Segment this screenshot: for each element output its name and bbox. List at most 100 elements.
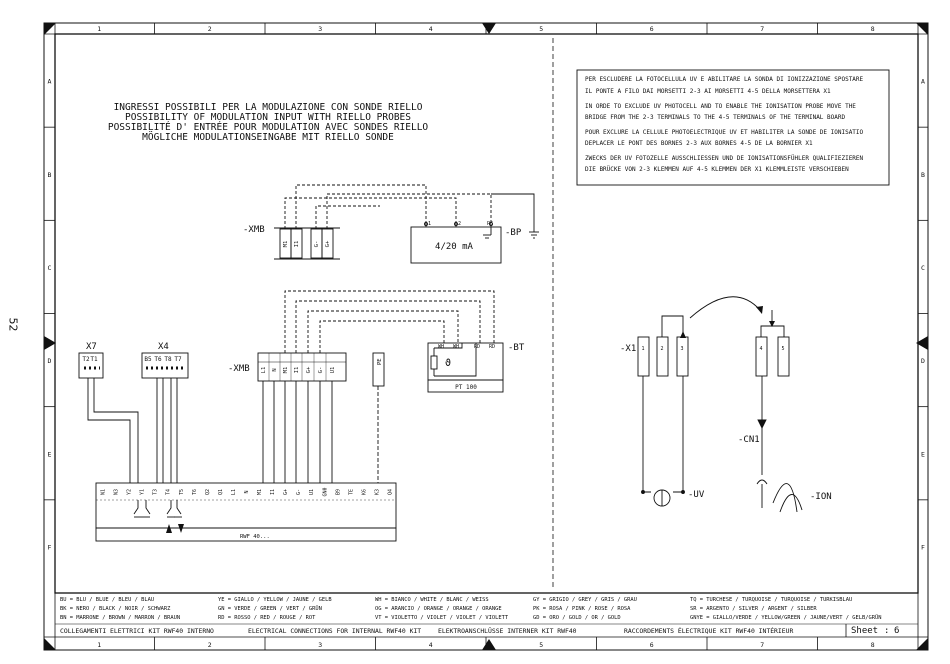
grid-column-label: 6	[650, 641, 654, 649]
footer-title-it: COLLEGAMENTI ELETTRICI KIT RWF40 INTERNO	[60, 627, 214, 635]
footer-titles: COLLEGAMENTI ELETTRICI KIT RWF40 INTERNO…	[60, 626, 793, 635]
legend-entry: PK = ROSA / PINK / ROSE / ROSA	[533, 606, 631, 612]
note-box	[576, 69, 890, 186]
rwf-terminal: T6	[192, 489, 198, 495]
color-legend	[55, 592, 918, 625]
x1-terminal: 1	[641, 346, 644, 352]
bp-pin-2: 2	[458, 221, 461, 227]
grid-column-label: 8	[871, 641, 875, 649]
xmb-mid-terminal: G-	[318, 367, 324, 374]
grid-column-label: 4	[429, 641, 433, 649]
x4-terminal: B5	[144, 356, 152, 363]
note-line: BRIDGE FROM THE 2-3 TERMINALS TO THE 4-5…	[585, 114, 845, 121]
legend-entry: BK = NERO / BLACK / NOIR / SCHWARZ	[60, 606, 171, 612]
x7-terminal: T1	[90, 356, 98, 363]
xmb-mid-terminal: G+	[306, 366, 312, 373]
xmb-top-terminal: G+	[325, 240, 331, 247]
grid-column-label: 2	[208, 641, 212, 649]
note-line: ZWECKS DER UV FOTOZELLE AUSSCHLIESSEN UN…	[585, 155, 864, 162]
xmb-mid-terminal: L1	[261, 367, 267, 374]
note-line: PER ESCLUDERE LA FOTOCELLULA UV E ABILIT…	[585, 76, 864, 83]
bt-pin: WH	[438, 344, 444, 350]
bt-temperature-symbol: ϑ	[445, 358, 451, 369]
grid-column-label: 5	[539, 641, 543, 649]
x4-terminal: T6	[154, 356, 162, 363]
bt-pin: RD	[489, 344, 495, 350]
rwf-terminal: M1	[257, 489, 263, 495]
grid-row-label: A	[48, 78, 52, 86]
bt-pin: WH	[453, 344, 459, 350]
legend-entry: GD = ORO / GOLD / OR / GOLD	[533, 615, 621, 621]
rwf-terminal: Y1	[140, 489, 146, 495]
rwf-label: RWF 40...	[240, 534, 270, 540]
rwf-terminal: N	[244, 490, 250, 493]
rwf-terminal: Q1	[218, 489, 224, 495]
rwf-terminal: G-	[296, 489, 302, 495]
bt-pin-labels: WH WH RD RD	[438, 344, 495, 350]
note-line: POUR EXCLURE LA CELLULE PHOTOELECTRIQUE …	[585, 129, 864, 136]
title-line-en: POSSIBILITY OF MODULATION INPUT WITH RIE…	[125, 112, 411, 123]
legend-entry: YE = GIALLO / YELLOW / JAUNE / GELB	[218, 597, 332, 603]
rwf-terminal: TE	[348, 489, 354, 495]
rwf-terminal: L1	[231, 489, 237, 495]
bp-range: 4/20 mA	[435, 242, 474, 252]
xmb-mid-terminal: U1	[330, 367, 336, 374]
rwf-terminal: I1	[270, 489, 276, 495]
rwf-terminal: K6	[361, 489, 367, 495]
xmb-mid-terminal: I1	[294, 367, 300, 374]
grid-column-label: 6	[650, 25, 654, 33]
pe-terminal-label: PE	[377, 358, 383, 365]
grid-column-label: 3	[318, 641, 322, 649]
note-line: DIE BRÜCKE VON 2-3 KLEMMEN AUF 4-5 KLEMM…	[585, 166, 849, 173]
title-line-fr: POSSIBILITÉ D' ENTRÉE POUR MODULATION AV…	[108, 121, 429, 133]
x4-label: X4	[158, 342, 169, 352]
note-line: IN ORDE TO EXCLUDE UV PHOTOCELL AND TO E…	[585, 103, 856, 110]
x1-terminal: 5	[781, 346, 784, 352]
bp-pin-pe: PE	[487, 221, 493, 227]
x1-terminal: 3	[680, 346, 683, 352]
rwf-terminal: Q2	[205, 489, 211, 495]
rwf-terminal: K3	[374, 489, 380, 495]
rwf-terminal: T4	[166, 489, 172, 495]
legend-entry: SR = ARGENTO / SILVER / ARGENT / SILBER	[690, 606, 817, 612]
grid-column-label: 8	[871, 25, 875, 33]
legend-entry: WH = BIANCO / WHITE / BLANC / WEISS	[375, 597, 489, 603]
legend-entry: VT = VIOLETTO / VIOLET / VIOLET / VIOLET…	[375, 615, 509, 621]
note-line: IL PONTE A FILO DAI MORSETTI 2-3 AI MORS…	[585, 88, 831, 95]
legend-entry: BN = MARRONE / BROWN / MARRON / BRAUN	[60, 615, 180, 621]
legend-entry: GY = GRIGIO / GREY / GRIS / GRAU	[533, 597, 637, 603]
legend-entry: RD = ROSSO / RED / ROUGE / ROT	[218, 615, 316, 621]
ion-label: -ION	[810, 492, 832, 502]
footer-title-en: ELECTRICAL CONNECTIONS FOR INTERNAL RWF4…	[248, 627, 421, 635]
page-number: 52	[6, 317, 20, 332]
x4-terminal: T7	[174, 356, 182, 363]
rwf-terminal: Y2	[127, 489, 133, 495]
grid-row-label: F	[48, 543, 52, 551]
xmb-top-terminal: I1	[294, 241, 300, 248]
x7-x4-group: X7 X4	[78, 342, 189, 483]
x7-label: X7	[86, 342, 97, 352]
xmb-top-group: -XMB -BP 4/20 mA 1 2 PE	[243, 184, 539, 264]
grid-row-label: D	[921, 357, 925, 365]
bt-pin: RD	[474, 344, 480, 350]
rwf-terminal: G+	[283, 489, 289, 495]
bt-label: -BT	[508, 343, 525, 353]
sheet-separator: :	[884, 626, 889, 636]
grid-column-label: 2	[208, 25, 212, 33]
grid-row-label: F	[921, 543, 925, 551]
xmb-mid-terminal: M1	[283, 367, 289, 374]
grid-column-label: 4	[429, 25, 433, 33]
rwf-terminal: N3	[114, 489, 120, 495]
bp-pin-1: 1	[428, 221, 431, 227]
rwf-terminal: T3	[153, 489, 159, 495]
grid-row-label: D	[48, 357, 52, 365]
legend-entry: BU = BLU / BLUE / BLEU / BLAU	[60, 597, 154, 603]
grid-column-label: 7	[760, 25, 764, 33]
x1-terminal: 4	[759, 346, 762, 352]
